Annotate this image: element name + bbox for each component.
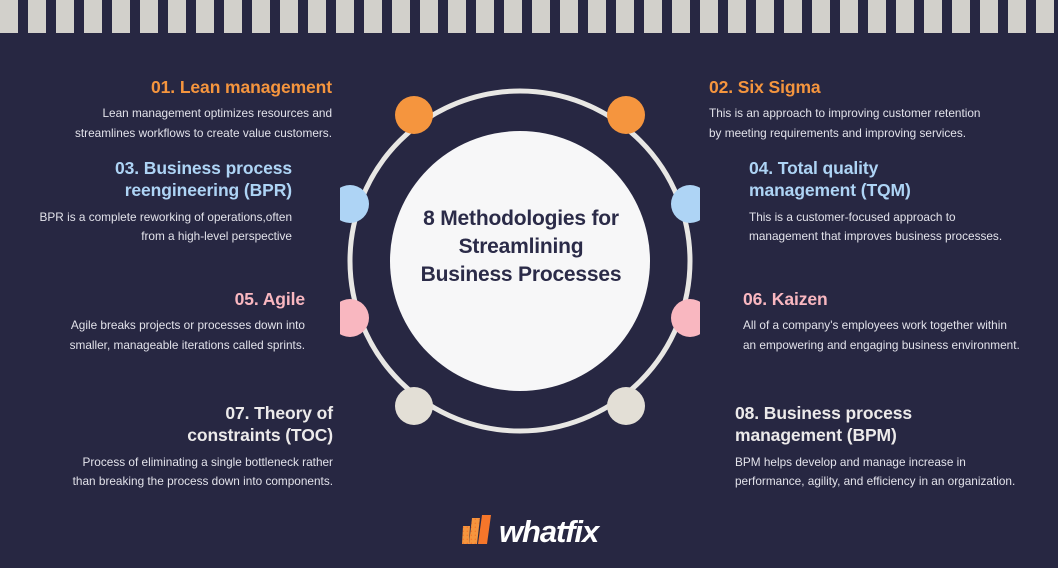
- methodology-item-01: 01. Lean management Lean management opti…: [40, 76, 332, 143]
- dot-beige-bottom-right[interactable]: [607, 387, 645, 425]
- top-stripe-band: [0, 0, 1058, 33]
- methodology-heading-02: 02. Six Sigma: [709, 77, 821, 97]
- methodology-heading-01: 01. Lean management: [151, 77, 332, 97]
- methodology-body-06: All of a company's employees work togeth…: [743, 318, 1020, 352]
- wheel-outer-ring: [347, 88, 693, 434]
- dot-orange-top-right[interactable]: [607, 96, 645, 134]
- methodology-item-08: 08. Business process management (BPM) BP…: [735, 402, 1035, 491]
- methodology-item-02: 02. Six Sigma This is an approach to imp…: [709, 76, 1009, 143]
- methodology-body-08: BPM helps develop and manage increase in…: [735, 454, 1016, 488]
- methodology-body-03: BPR is a complete reworking of operation…: [39, 209, 292, 243]
- methodology-item-07: 07. Theory of constraints (TOC) Process …: [40, 402, 333, 491]
- methodology-heading-05: 05. Agile: [234, 289, 306, 309]
- wheel-svg: [340, 88, 700, 434]
- methodology-heading-04: 04. Total quality management (TQM): [749, 158, 911, 201]
- methodology-item-05: 05. Agile Agile breaks projects or proce…: [30, 288, 306, 355]
- whatfix-wordmark: whatfix: [499, 513, 599, 549]
- dot-beige-bottom-left[interactable]: [395, 387, 433, 425]
- whatfix-logo-mark-icon: [462, 515, 491, 544]
- methodology-body-02: This is an approach to improving custome…: [709, 106, 981, 140]
- methodology-heading-08: 08. Business process management (BPM): [735, 403, 912, 446]
- methodology-heading-03: 03. Business process reengineering (BPR): [115, 158, 292, 201]
- dot-pink-lower-right[interactable]: [671, 299, 700, 337]
- dot-blue-upper-left[interactable]: [340, 185, 369, 223]
- page-title: 8 Methodologies for Streamlining Busines…: [420, 207, 622, 286]
- dot-orange-top-left[interactable]: [395, 96, 433, 134]
- methodology-body-04: This is a customer-focused approach to m…: [749, 209, 1003, 243]
- methodology-body-01: Lean management optimizes resources and …: [74, 106, 332, 140]
- methodology-item-04: 04. Total quality management (TQM) This …: [749, 157, 1039, 246]
- methodology-body-07: Process of eliminating a single bottlene…: [72, 454, 333, 488]
- dot-pink-lower-left[interactable]: [340, 299, 369, 337]
- methodology-item-03: 03. Business process reengineering (BPR)…: [10, 157, 293, 246]
- methodology-body-05: Agile breaks projects or processes down …: [69, 318, 305, 352]
- methodology-item-06: 06. Kaizen All of a company's employees …: [743, 288, 1043, 355]
- wheel-inner-circle: [390, 131, 650, 391]
- dot-blue-upper-right[interactable]: [671, 185, 700, 223]
- methodology-heading-07: 07. Theory of constraints (TOC): [187, 403, 333, 446]
- whatfix-logo: whatfix: [458, 509, 600, 553]
- methodology-wheel: [340, 81, 700, 441]
- methodology-heading-06: 06. Kaizen: [743, 289, 828, 309]
